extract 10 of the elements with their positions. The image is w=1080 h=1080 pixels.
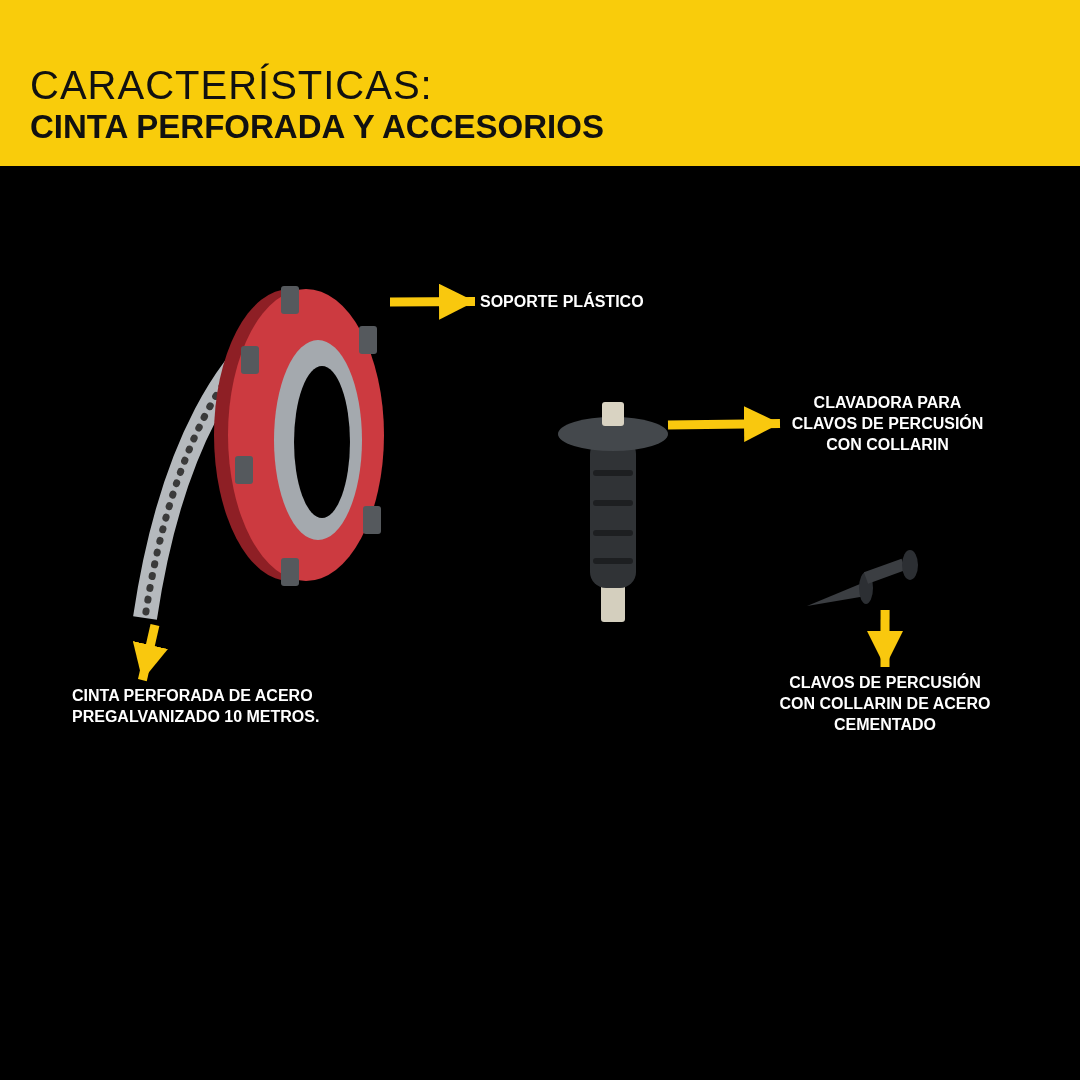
subtitle: CINTA PERFORADA Y ACCESORIOS: [30, 108, 604, 146]
callout-text: CLAVADORA PARA CLAVOS DE PERCUSIÓN CON COLLARIN: [785, 392, 990, 455]
callout-text: CLAVOS DE PERCUSIÓN CON COLLARIN DE ACERO CEMENTADO: [770, 672, 1000, 735]
title: CARACTERÍSTICAS:: [30, 64, 433, 106]
callout-text: SOPORTE PLÁSTICO: [480, 291, 730, 312]
arrow: [132, 624, 168, 682]
callout-text: CINTA PERFORADA DE ACERO PREGALVANIZADO 10 METROS.: [72, 685, 322, 727]
arrow: [667, 406, 781, 442]
arrow: [867, 610, 904, 667]
arrow: [389, 283, 475, 320]
